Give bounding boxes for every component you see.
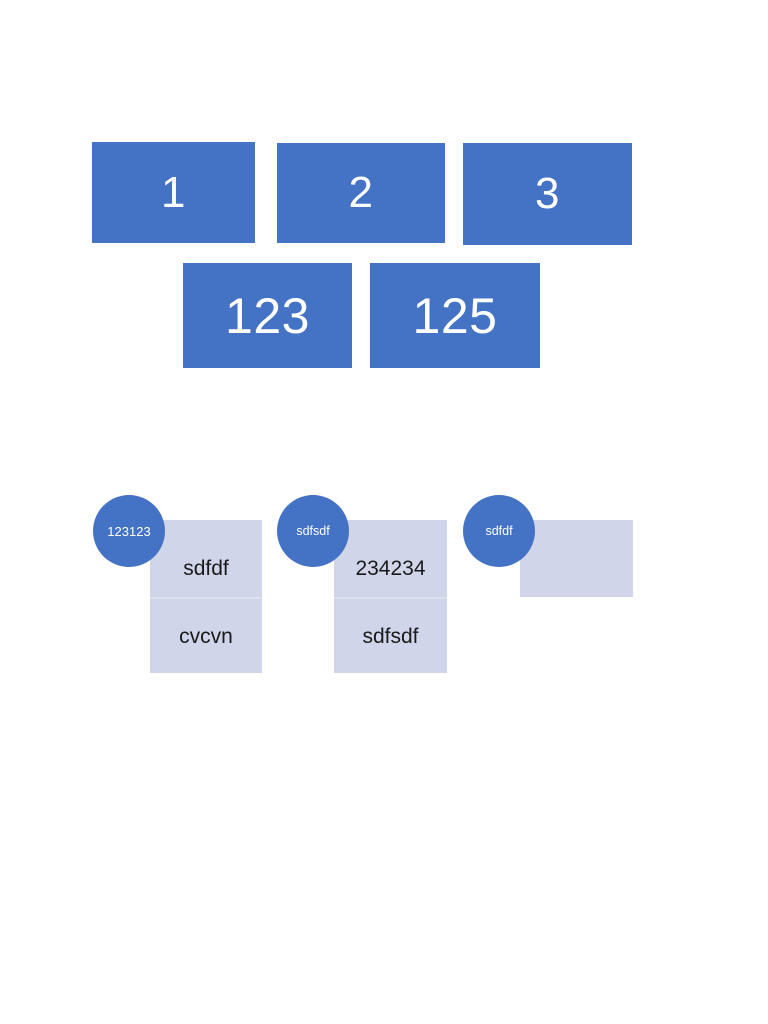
panel-1-cell-1-text: sdfdf <box>183 557 229 580</box>
panel-1[interactable]: sdfdf cvcvn <box>150 520 262 673</box>
panel-2-cell-1[interactable]: 234234 <box>334 540 447 597</box>
blue-box-125[interactable]: 125 <box>370 263 540 368</box>
panel-2-divider <box>334 597 447 599</box>
badge-circle-2[interactable]: sdfsdf <box>277 495 349 567</box>
badge-circle-1-label: 123123 <box>107 523 151 539</box>
blue-box-1[interactable]: 1 <box>92 142 255 243</box>
blue-box-3[interactable]: 3 <box>463 143 632 245</box>
panel-1-cell-2[interactable]: cvcvn <box>150 599 262 673</box>
badge-circle-3-label: sdfdf <box>485 523 513 538</box>
badge-circle-2-label: sdfsdf <box>296 523 330 538</box>
blue-box-1-label: 1 <box>161 167 186 217</box>
panel-2-cell-1-text: 234234 <box>355 557 426 580</box>
panel-1-divider <box>150 597 262 599</box>
panel-2-cell-2[interactable]: sdfsdf <box>334 599 447 673</box>
blue-box-2-label: 2 <box>348 168 374 217</box>
badge-circle-3[interactable]: sdfdf <box>463 495 535 567</box>
panel-1-cell-2-text: cvcvn <box>179 624 233 648</box>
panel-3-cell-1[interactable] <box>520 540 633 597</box>
blue-box-123[interactable]: 123 <box>183 263 352 368</box>
blue-box-123-label: 123 <box>225 287 310 344</box>
blue-box-125-label: 125 <box>412 287 498 344</box>
badge-circle-1[interactable]: 123123 <box>93 495 165 567</box>
panel-2[interactable]: 234234 sdfsdf <box>334 520 447 673</box>
panel-3[interactable] <box>520 520 633 597</box>
panel-2-cell-2-text: sdfsdf <box>362 624 419 648</box>
blue-box-3-label: 3 <box>535 169 560 218</box>
blue-box-2[interactable]: 2 <box>277 143 445 243</box>
panel-1-cell-1[interactable]: sdfdf <box>150 540 262 597</box>
